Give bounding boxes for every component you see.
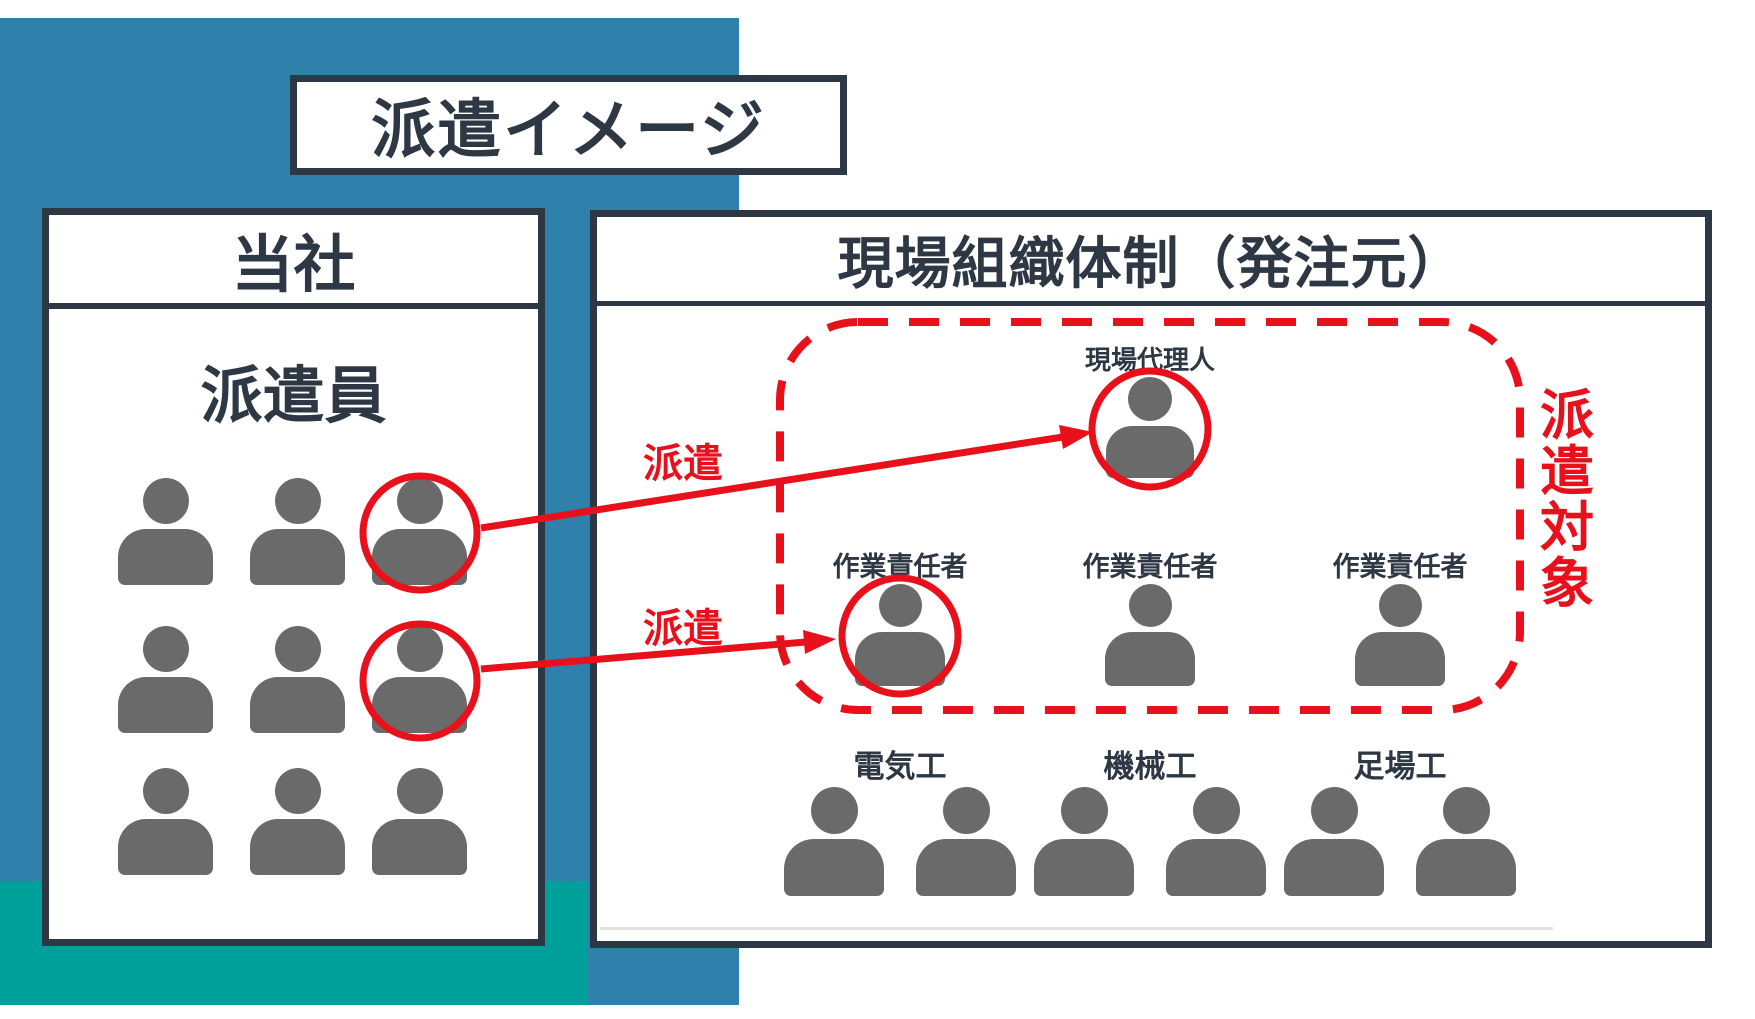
supervisor-label: 作業責任者 (1332, 552, 1468, 582)
person-icon (250, 478, 345, 585)
trade-label: 足場工 (1353, 749, 1447, 784)
title-box: 派遣イメージ (290, 75, 847, 175)
site-agent-icon (1106, 377, 1194, 478)
person-icon (118, 768, 213, 875)
worker-icon (1166, 787, 1266, 896)
page-title: 派遣イメージ (371, 94, 766, 166)
supervisor-label: 作業責任者 (1082, 552, 1218, 582)
person-icon (250, 626, 345, 733)
worker-icon (784, 787, 884, 896)
our-company-header: 当社 (49, 215, 538, 309)
worker-icon (916, 787, 1016, 896)
content-baseline (600, 927, 1553, 930)
site-agent-label: 現場代理人 (1084, 345, 1215, 375)
worker-icon (1034, 787, 1134, 896)
person-icon (250, 768, 345, 875)
trade-label: 機械工 (1103, 749, 1197, 784)
trade-label: 電気工 (853, 749, 947, 784)
person-icon-circled (372, 626, 467, 733)
supervisor-icon-circled (855, 584, 945, 686)
dispatch-label: 派遣 (643, 607, 723, 651)
dispatch-members-title: 派遣員 (200, 362, 387, 431)
our-company-title: 当社 (231, 231, 356, 300)
supervisor-icon (1105, 584, 1195, 686)
worker-icon (1284, 787, 1384, 896)
dispatch-label: 派遣 (643, 442, 723, 486)
person-icon (372, 768, 467, 875)
worker-icon (1416, 787, 1516, 896)
site-organization-header: 現場組織体制（発注元） (597, 217, 1705, 306)
person-icon (118, 626, 213, 733)
supervisor-icon (1355, 584, 1445, 686)
supervisor-label: 作業責任者 (832, 552, 968, 582)
dispatch-target-label: 派遣対象 (1540, 386, 1594, 614)
person-icon (118, 478, 213, 585)
site-organization-title: 現場組織体制（発注元） (837, 231, 1465, 295)
person-icon-circled (372, 478, 467, 585)
